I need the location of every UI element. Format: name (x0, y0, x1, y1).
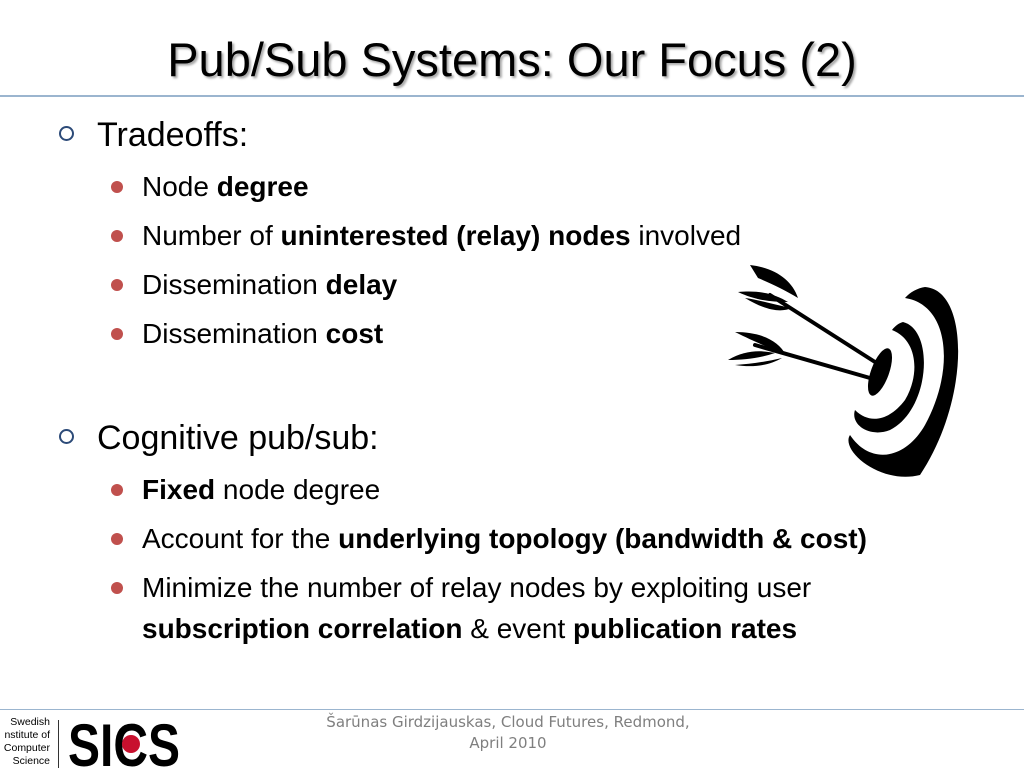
footer-text: Šarūnas Girdzijauskas, Cloud Futures, Re… (260, 712, 756, 754)
bullet-icon (111, 582, 123, 594)
heading-text: Tradeoffs: (97, 116, 249, 154)
bullet-icon (111, 328, 123, 340)
footer-divider (0, 709, 1024, 710)
logo-divider (58, 720, 59, 768)
bullet-icon (111, 230, 123, 242)
bullet-icon (111, 279, 123, 291)
bullet-icon (111, 181, 123, 193)
list-item: Fixed node degree (111, 469, 932, 510)
footer-author: Šarūnas Girdzijauskas, Cloud Futures, Re… (326, 713, 690, 731)
list-item: Dissemination delay (111, 264, 932, 305)
footer-date: April 2010 (469, 734, 547, 752)
section-heading: Tradeoffs: (59, 115, 249, 155)
title-divider (0, 95, 1024, 97)
list-item: Dissemination cost (111, 313, 932, 354)
list-item: Node degree (111, 166, 932, 207)
list-item: Number of uninterested (relay) nodes inv… (111, 215, 932, 256)
list-item: Account for the underlying topology (ban… (111, 518, 932, 559)
sics-wordmark: SICS (68, 716, 180, 768)
hollow-bullet-icon (59, 126, 74, 141)
bullet-icon (111, 533, 123, 545)
bullet-icon (111, 484, 123, 496)
section-heading: Cognitive pub/sub: (59, 418, 379, 458)
slide-title: Pub/Sub Systems: Our Focus (2) (167, 33, 857, 86)
hollow-bullet-icon (59, 429, 74, 444)
heading-text: Cognitive pub/sub: (97, 419, 379, 457)
darts-target-icon (728, 265, 959, 477)
list-item: Minimize the number of relay nodes by ex… (111, 567, 932, 649)
